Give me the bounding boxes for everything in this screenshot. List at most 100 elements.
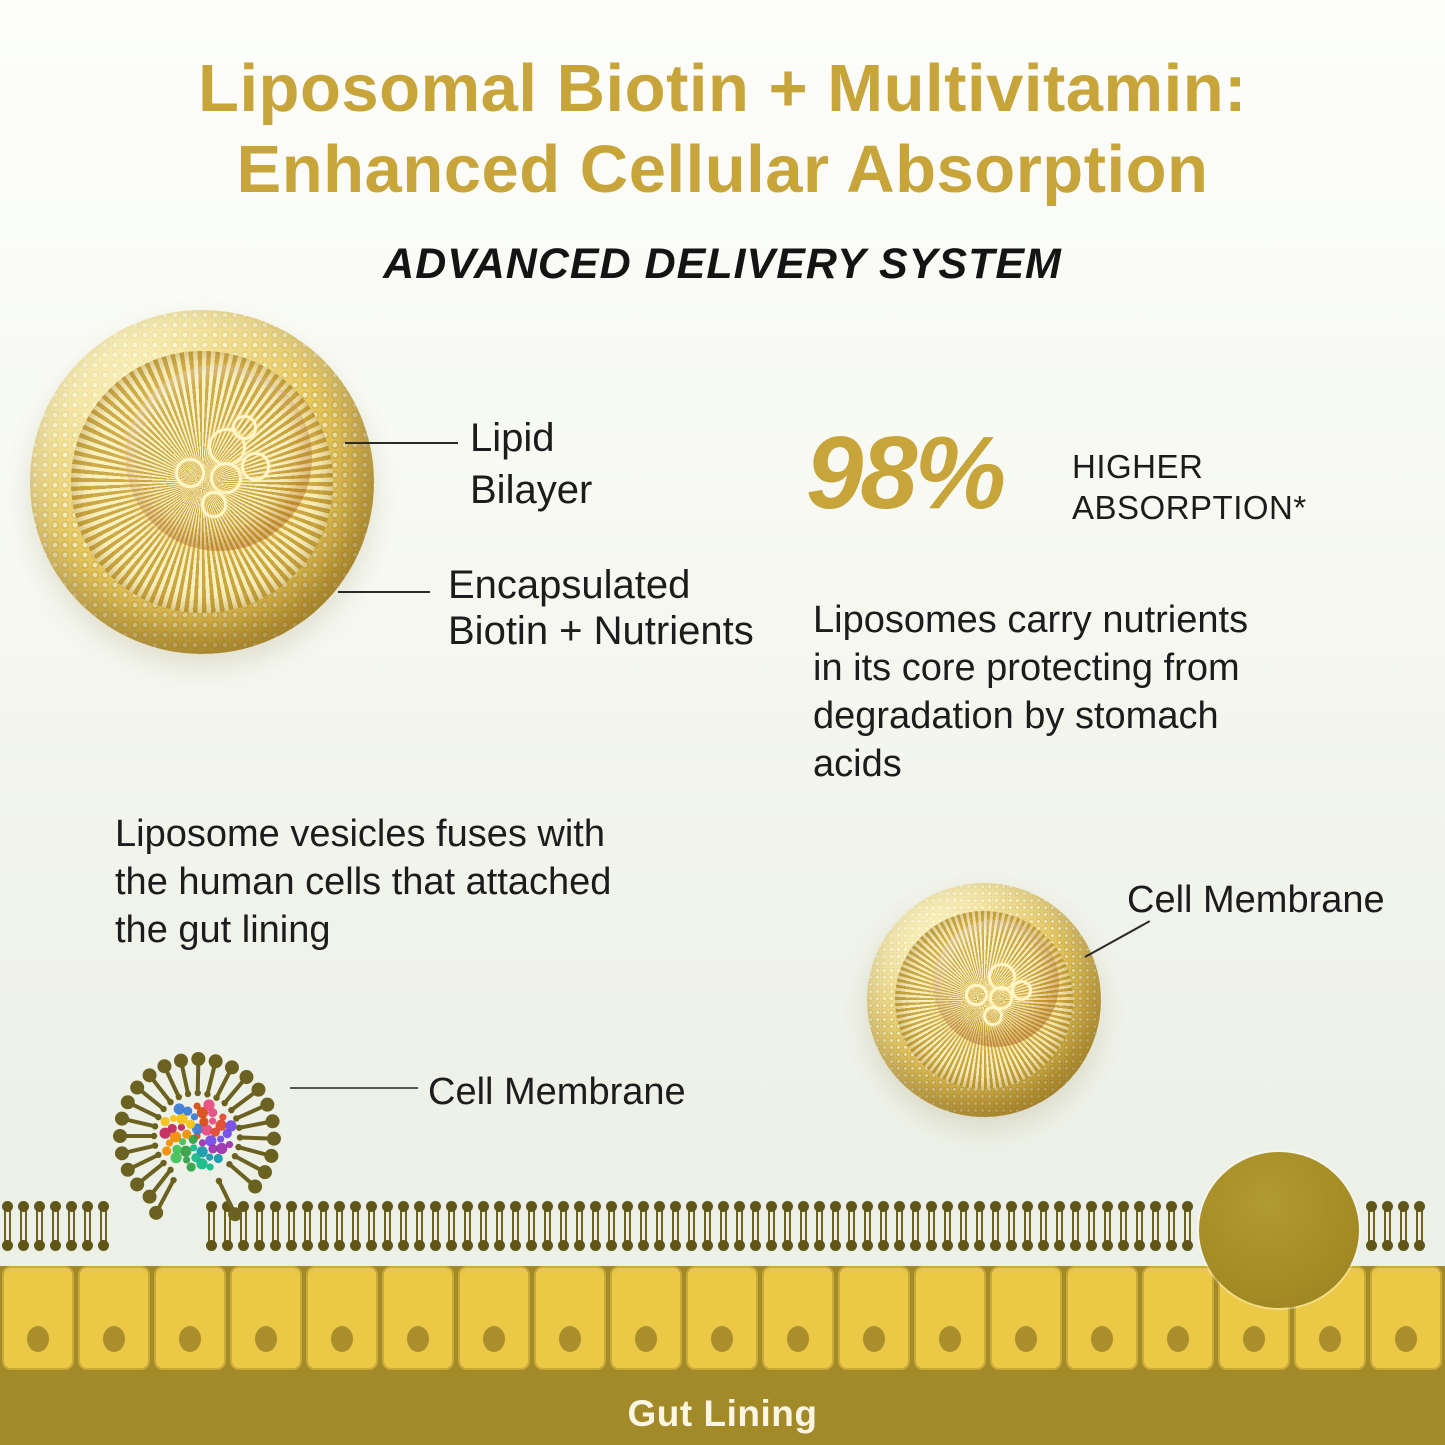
lipid-unit [1038, 1201, 1049, 1251]
page-title-line2: Enhanced Cellular Absorption [236, 132, 1209, 207]
cell-membrane-lower-label: Cell Membrane [428, 1071, 686, 1113]
lipid-unit [990, 1201, 1001, 1251]
lipid-unit [958, 1201, 969, 1251]
lipid-unit [766, 1201, 777, 1251]
lipid-unit [1414, 1201, 1425, 1251]
lipid-unit [318, 1201, 329, 1251]
lipid-unit [350, 1201, 361, 1251]
liposome-illustration-main [30, 310, 374, 654]
page-title-line1: Liposomal Biotin + Multivitamin: [198, 51, 1247, 126]
lipid-unit [750, 1201, 761, 1251]
bubble-ring [200, 491, 228, 518]
lipid-unit [334, 1201, 345, 1251]
gold-circle [1199, 1152, 1359, 1308]
lipid-unit [558, 1201, 569, 1251]
lipid-unit [1150, 1201, 1161, 1251]
cell-membrane-upper-label: Cell Membrane [1127, 879, 1385, 921]
lipid-unit [830, 1201, 841, 1251]
membrane-row [0, 1201, 1445, 1253]
lipid-unit [910, 1201, 921, 1251]
lipid-unit [510, 1201, 521, 1251]
lipid-unit [574, 1201, 585, 1251]
bubble-ring [241, 452, 270, 481]
bubble-ring [1010, 979, 1032, 1001]
lipid-unit [670, 1201, 681, 1251]
lipid-unit [66, 1201, 77, 1251]
lipid-unit [734, 1201, 745, 1251]
lipid-unit [414, 1201, 425, 1251]
liposome-illustration-small [867, 883, 1101, 1117]
lipid-unit [1134, 1201, 1145, 1251]
gut-cell [838, 1266, 910, 1370]
lipid-unit [526, 1201, 537, 1251]
bubble-ring [965, 983, 988, 1007]
bubble-ring [232, 415, 257, 440]
bubble-ring [174, 457, 205, 489]
gut-cell [382, 1266, 454, 1370]
gut-cell [762, 1266, 834, 1370]
lipid-unit [1182, 1201, 1193, 1251]
gut-cell [686, 1266, 758, 1370]
lipid-unit [206, 1201, 217, 1251]
lipid-unit [1118, 1201, 1129, 1251]
gut-cell [2, 1266, 74, 1370]
lipid-unit [430, 1201, 441, 1251]
gut-cell [230, 1266, 302, 1370]
gut-cell [306, 1266, 378, 1370]
gut-cell [914, 1266, 986, 1370]
lipid-unit [638, 1201, 649, 1251]
lipid-unit [1070, 1201, 1081, 1251]
gut-cell [78, 1266, 150, 1370]
lipid-unit [382, 1201, 393, 1251]
encapsulated-leader-line [338, 591, 430, 593]
lipid-unit [686, 1201, 697, 1251]
gut-cell [154, 1266, 226, 1370]
gut-lining-section: Gut Lining [0, 1266, 1445, 1445]
bubble-ring [209, 461, 242, 494]
bubble-ring [989, 986, 1014, 1010]
lipid-unit [1102, 1201, 1113, 1251]
lipid-unit [34, 1201, 45, 1251]
lipid-unit [974, 1201, 985, 1251]
gut-cell [610, 1266, 682, 1370]
gut-cell [458, 1266, 530, 1370]
lipid-unit [798, 1201, 809, 1251]
lipid-unit [782, 1201, 793, 1251]
lipid-unit [50, 1201, 61, 1251]
lipid-unit [590, 1201, 601, 1251]
lipid-unit [718, 1201, 729, 1251]
lipid-unit [2, 1201, 13, 1251]
encapsulated-nutrients-core [126, 365, 312, 551]
fusion-paragraph: Liposome vesicles fuses with the human c… [115, 813, 612, 951]
lipid-unit [1054, 1201, 1065, 1251]
lipid-unit [1086, 1201, 1097, 1251]
lipid-unit [18, 1201, 29, 1251]
lipid-unit [926, 1201, 937, 1251]
encapsulated-nutrients-core [933, 920, 1059, 1046]
lipid-unit [942, 1201, 953, 1251]
lipid-unit [302, 1201, 313, 1251]
absorption-paragraph: Liposomes carry nutrients in its core pr… [813, 599, 1249, 785]
lipid-unit [446, 1201, 457, 1251]
encapsulated-label: Encapsulated Biotin + Nutrients [448, 563, 754, 653]
lipid-unit [654, 1201, 665, 1251]
lipid-unit [1398, 1201, 1409, 1251]
cell-membrane-lower-leader-line [290, 1087, 418, 1089]
page-title: Liposomal Biotin + Multivitamin: Enhance… [0, 48, 1445, 210]
lipid-unit [814, 1201, 825, 1251]
lipid-unit [254, 1201, 265, 1251]
lipid-bilayer-leader-line [345, 442, 458, 444]
gut-cell [1142, 1266, 1214, 1370]
lipid-unit [1166, 1201, 1177, 1251]
lipid-unit [270, 1201, 281, 1251]
lipid-unit [98, 1201, 109, 1251]
lipid-unit [238, 1201, 249, 1251]
lipid-unit [878, 1201, 889, 1251]
gut-cell [534, 1266, 606, 1370]
lipid-unit [846, 1201, 857, 1251]
lipid-unit [398, 1201, 409, 1251]
lipid-unit [606, 1201, 617, 1251]
gut-cell [990, 1266, 1062, 1370]
lipid-unit [1022, 1201, 1033, 1251]
lipid-unit [1366, 1201, 1377, 1251]
